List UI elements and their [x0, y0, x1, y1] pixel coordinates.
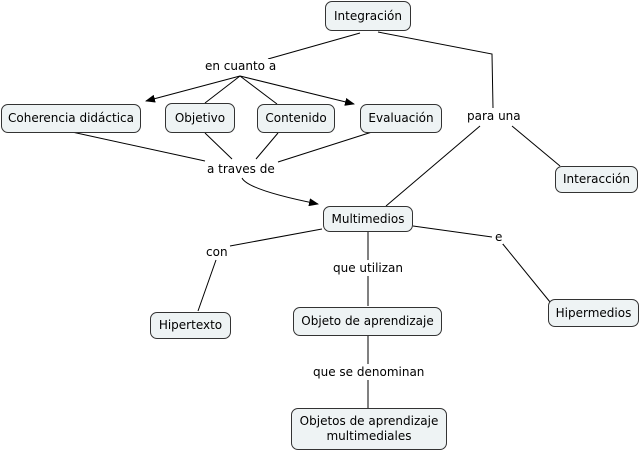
- node-integracion[interactable]: Integración: [325, 1, 411, 31]
- node-hipermedios[interactable]: Hipermedios: [548, 299, 639, 327]
- link-evaluacion-a-traves: [277, 131, 373, 163]
- arrow-to-multimedios: [241, 177, 319, 207]
- link-para-una-interaccion: [511, 125, 561, 167]
- phrase-e: e: [494, 230, 504, 244]
- phrase-con: con: [205, 245, 229, 259]
- phrase-que-utilizan: que utilizan: [332, 261, 404, 275]
- phrase-que-se-denominan: que se denominan: [312, 365, 426, 379]
- link-to-objetivo: [204, 75, 241, 104]
- link-multimedios-e: [412, 225, 493, 238]
- node-hipertexto[interactable]: Hipertexto: [150, 312, 231, 339]
- link-multimedios-con: [229, 228, 323, 247]
- phrase-en-cuanto-a: en cuanto a: [204, 59, 278, 73]
- link-e-hipermedios: [501, 242, 551, 303]
- node-evaluacion[interactable]: Evaluación: [360, 104, 442, 133]
- link-integracion-para-una: [377, 31, 494, 109]
- link-para-una-multimedios: [385, 125, 481, 207]
- node-objeto-de-aprendizaje[interactable]: Objeto de aprendizaje: [293, 307, 442, 336]
- link-to-contenido: [239, 75, 278, 105]
- link-coherencia-a-traves: [71, 131, 206, 162]
- node-multimedios[interactable]: Multimedios: [323, 206, 413, 232]
- node-contenido[interactable]: Contenido: [257, 104, 335, 133]
- node-objetivo[interactable]: Objetivo: [165, 103, 235, 133]
- node-objetos-de-aprendizaje-multimediales[interactable]: Objetos de aprendizaje multimediales: [291, 408, 447, 450]
- arrow-to-evaluacion: [239, 75, 355, 106]
- node-interaccion[interactable]: Interacción: [555, 166, 638, 193]
- phrase-a-traves-de: a traves de: [206, 162, 276, 176]
- link-integracion-en-cuanto-a: [267, 32, 361, 60]
- arrow-to-coherencia: [145, 75, 241, 103]
- phrase-para-una: para una: [466, 109, 522, 123]
- link-objetivo-a-traves: [204, 132, 233, 160]
- node-coherencia-didactica[interactable]: Coherencia didáctica: [1, 104, 141, 133]
- link-contenido-a-traves: [255, 132, 279, 160]
- link-con-hipertexto: [197, 259, 217, 312]
